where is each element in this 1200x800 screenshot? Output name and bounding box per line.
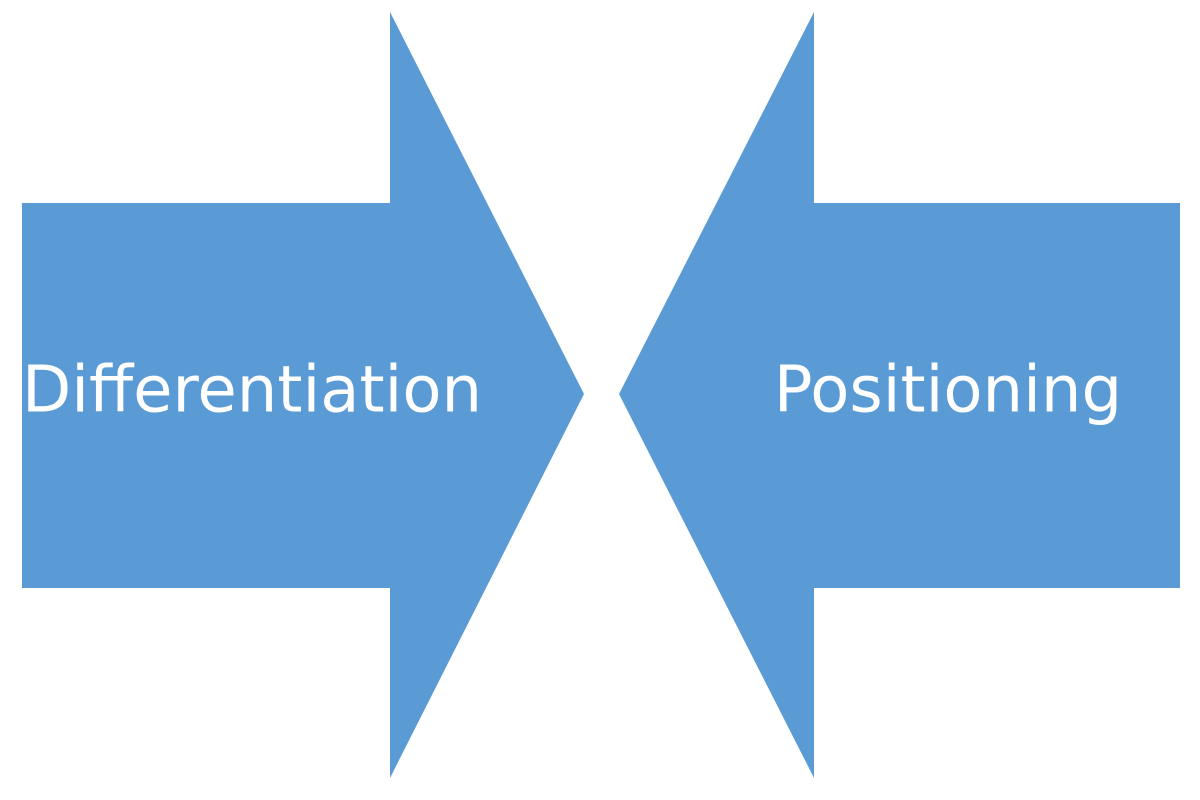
right-arrow-shape [619,12,1180,778]
left-arrow-shape [22,12,584,778]
left-arrow-label: Differentiation [22,354,482,428]
right-arrow-label: Positioning [774,354,1122,428]
